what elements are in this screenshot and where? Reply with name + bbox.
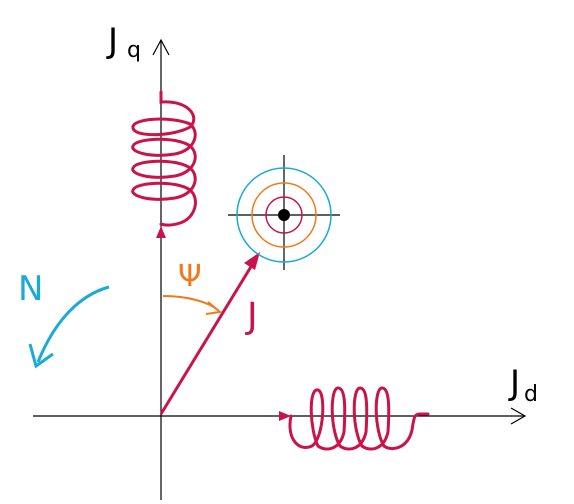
target-center-dot bbox=[278, 209, 290, 221]
d-axis-subscript: d bbox=[524, 382, 538, 407]
target-symbol bbox=[228, 155, 340, 270]
q-coil-arrowhead bbox=[156, 226, 166, 238]
target-outer-ring bbox=[236, 167, 332, 263]
q-axis-coil bbox=[131, 90, 197, 238]
rotation-label: N bbox=[18, 269, 43, 309]
target-middle-ring bbox=[251, 182, 317, 248]
current-vector-arrowhead bbox=[244, 252, 260, 270]
q-axis-label: J bbox=[106, 21, 118, 61]
d-axis-label: J bbox=[508, 363, 520, 403]
rotation-arc-arrowhead bbox=[28, 343, 54, 369]
target-inner-ring bbox=[265, 196, 303, 234]
d-coil-arrowhead bbox=[279, 411, 291, 421]
current-vector-label: J bbox=[245, 296, 258, 337]
current-vector bbox=[159, 252, 260, 415]
d-axis-arrowhead bbox=[510, 407, 527, 425]
rotation-arc bbox=[36, 285, 110, 363]
angle-marker bbox=[162, 295, 223, 315]
rotation-marker bbox=[28, 285, 110, 369]
q-axis-subscript: q bbox=[127, 38, 141, 63]
axes bbox=[33, 38, 527, 500]
angle-arc-arrowhead bbox=[205, 301, 223, 315]
current-vector-shaft bbox=[159, 264, 254, 415]
d-axis-coil bbox=[279, 386, 430, 451]
angle-label: Ψ bbox=[178, 259, 202, 294]
q-axis-arrowhead bbox=[152, 38, 170, 56]
